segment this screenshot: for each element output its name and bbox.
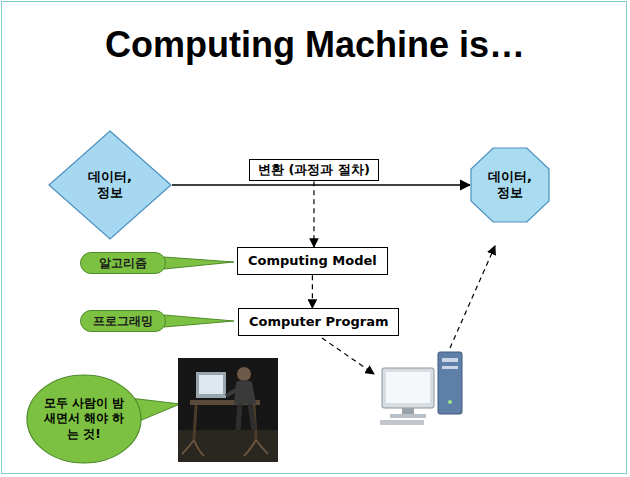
callout-ellipse: 모두 사람이 밤새면서 해야 하는 것! xyxy=(26,374,142,464)
person-photo xyxy=(178,358,278,462)
callout-label: 프로그래밍 xyxy=(80,310,166,332)
data-octagon: 데이터, 정보 xyxy=(470,147,550,223)
dashed-arrow xyxy=(312,275,313,308)
node-text: 데이터, 정보 xyxy=(481,169,539,202)
model-box: Computing Model xyxy=(237,247,388,275)
data-diamond: 데이터, 정보 xyxy=(48,130,172,240)
octagon-shape xyxy=(471,148,549,222)
program-box: Computer Program xyxy=(238,308,399,336)
process-box: 변환 (과정과 절차) xyxy=(249,159,379,181)
computer-icon xyxy=(380,352,462,425)
node-text: 프로그래밍 xyxy=(93,314,153,329)
diamond-shape xyxy=(49,131,171,239)
node-text: 데이터, 정보 xyxy=(81,169,139,202)
ellipse-shape xyxy=(27,375,141,463)
slide-title: Computing Machine is… xyxy=(0,24,630,66)
node-text: Computing Model xyxy=(248,253,377,269)
node-text: Computer Program xyxy=(249,314,388,330)
node-text: 변환 (과정과 절차) xyxy=(258,162,370,178)
dashed-arrow xyxy=(313,181,314,247)
callout-tail xyxy=(164,315,234,327)
callout-tail xyxy=(164,257,234,269)
node-text: 알고리즘 xyxy=(99,256,147,271)
flow-arrow xyxy=(172,184,470,185)
callout-label: 알고리즘 xyxy=(80,252,166,274)
dashed-arrow xyxy=(450,246,495,348)
dashed-arrow xyxy=(322,338,374,374)
node-text: 모두 사람이 밤새면서 해야 하는 것! xyxy=(40,396,128,443)
